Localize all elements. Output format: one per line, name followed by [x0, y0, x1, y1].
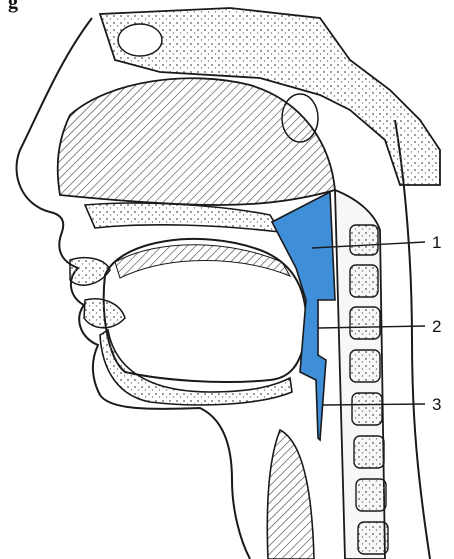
sphenoid-sinus	[118, 24, 162, 56]
callout-label-1: 1	[432, 233, 441, 252]
callout-label-2: 2	[432, 317, 441, 336]
callout-line-2	[318, 326, 425, 328]
callout-line-3	[322, 404, 425, 405]
callout-label-3: 3	[432, 395, 441, 414]
larynx-hatched	[267, 430, 314, 559]
hard-palate	[85, 203, 280, 232]
